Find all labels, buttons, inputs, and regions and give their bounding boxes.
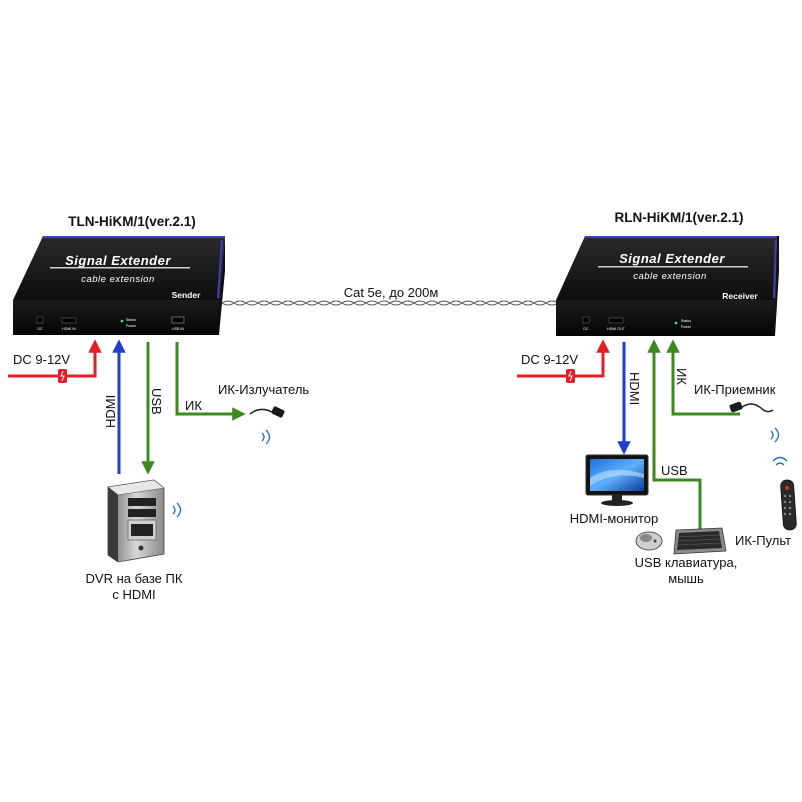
right-usb-label: USB <box>661 463 688 478</box>
receiver-status-led <box>674 321 678 325</box>
cat5e-cable <box>221 300 559 306</box>
receiver-device: Signal Extender cable extension Receiver… <box>556 236 779 336</box>
sender-device: Signal Extender cable extension Sender D… <box>13 236 225 335</box>
sender-usb-port[interactable] <box>171 316 185 324</box>
pc-tower-icon <box>107 479 182 563</box>
receiver-subtitle: cable extension <box>633 271 707 282</box>
receiver-hdmi-label: HDMI OUT <box>607 327 626 331</box>
receiver-dc-label: DC <box>583 327 589 331</box>
right-usb-arrow <box>647 339 702 530</box>
ir-emitter-icon <box>249 406 285 445</box>
sender-status-led <box>120 319 124 323</box>
ir-receiver-icon <box>729 401 780 443</box>
receiver-dc-port[interactable] <box>582 316 590 324</box>
left-usb-label: USB <box>149 388 164 415</box>
sender-status-label: Status <box>126 318 136 322</box>
sender-front-face <box>13 300 219 335</box>
keyboard-label-line1: USB клавиатура, <box>635 555 738 570</box>
sender-power-label: Power <box>126 324 137 328</box>
right-ir-label: ИК <box>674 368 689 385</box>
right-hdmi-label: HDMI <box>627 372 642 405</box>
mouse-icon <box>635 531 663 551</box>
sender-hdmi-label: HDMI IN <box>62 327 76 331</box>
left-power-connection <box>8 339 102 383</box>
remote-label: ИК-Пульт <box>735 533 791 548</box>
left-power-label: DC 9-12V <box>13 352 70 367</box>
sender-dc-port[interactable] <box>36 316 44 324</box>
sender-brand: Signal Extender <box>65 253 171 268</box>
ir-remote-icon <box>772 456 797 531</box>
sender-usb-label: USB IN <box>172 327 184 331</box>
receiver-status-label: Status <box>681 319 691 323</box>
pc-label-line2: с HDMI <box>112 587 155 602</box>
keyboard-icon <box>673 527 727 555</box>
sender-hdmi-port[interactable] <box>61 317 77 324</box>
receiver-power-label: Power <box>681 325 692 329</box>
receiver-brand: Signal Extender <box>619 251 725 266</box>
sender-dc-label: DC <box>37 327 43 331</box>
keyboard-label-line2: мышь <box>668 571 704 586</box>
left-ir-device-label: ИК-Излучатель <box>218 382 309 397</box>
receiver-hdmi-port[interactable] <box>608 317 624 324</box>
receiver-role: Receiver <box>722 291 758 301</box>
pc-label-line1: DVR на базе ПК <box>86 571 183 586</box>
cable-label: Cat 5e, до 200м <box>344 285 439 300</box>
receiver-model: RLN-HiKM/1(ver.2.1) <box>614 210 743 225</box>
monitor-label: HDMI-монитор <box>570 511 658 526</box>
receiver-front-face <box>556 300 775 336</box>
receiver-top-face <box>556 236 777 300</box>
sender-subtitle: cable extension <box>81 274 155 285</box>
left-hdmi-label: HDMI <box>103 395 118 428</box>
sender-model: TLN-HiKM/1(ver.2.1) <box>68 214 196 229</box>
sender-role: Sender <box>172 290 202 300</box>
hdmi-monitor-icon <box>585 454 649 506</box>
cable-strand-b <box>221 300 559 306</box>
right-ir-arrow <box>666 339 740 416</box>
left-ir-label: ИК <box>185 398 202 413</box>
right-power-label: DC 9-12V <box>521 352 578 367</box>
left-ir-arrow <box>175 342 246 421</box>
right-power-connection <box>517 339 610 383</box>
right-ir-device-label: ИК-Приемник <box>694 382 776 397</box>
